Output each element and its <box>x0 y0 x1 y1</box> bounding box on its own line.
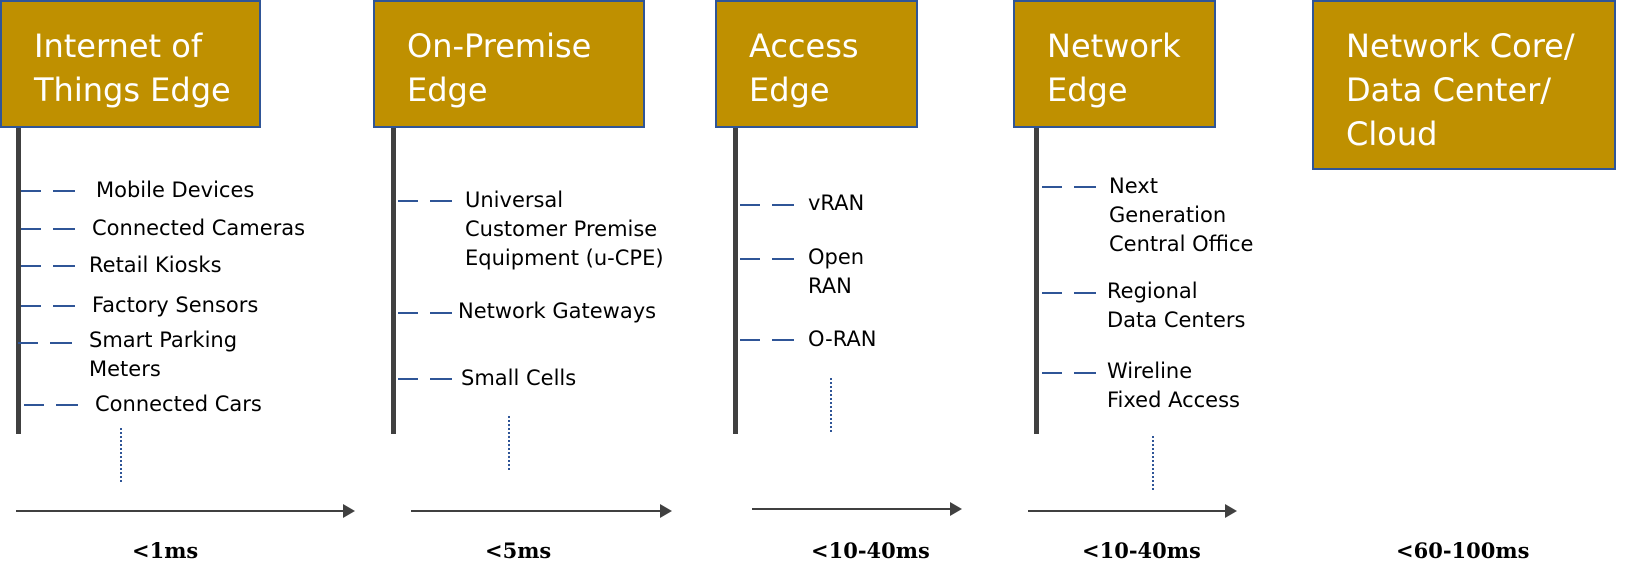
latency-label: <5ms <box>485 538 552 563</box>
connector-dash <box>1042 186 1098 188</box>
connector-dash <box>21 305 77 307</box>
header-access-edge: Access Edge <box>715 0 918 128</box>
connector-dash <box>21 265 77 267</box>
item-vran: vRAN <box>808 191 865 215</box>
item-network-gateways: Network Gateways <box>458 299 657 323</box>
header-line: Network Core/ <box>1346 27 1575 65</box>
item-small-cells: Small Cells <box>461 366 577 390</box>
connector-dash <box>18 342 74 344</box>
connector-dash <box>398 312 454 314</box>
tier-line-network <box>1034 128 1039 434</box>
connector-dash <box>398 200 454 202</box>
connector-dash <box>398 378 454 380</box>
tier-line-iot <box>16 128 21 434</box>
tier-line-access <box>733 128 738 434</box>
item-wireline-fixed-access: Wireline Fixed Access <box>1107 359 1240 412</box>
header-network-core-cloud: Network Core/ Data Center/ Cloud <box>1312 0 1616 170</box>
item-mobile-devices: Mobile Devices <box>96 178 255 202</box>
latency-label: <60-100ms <box>1396 538 1530 563</box>
latency-arrow <box>16 504 355 518</box>
header-line: Edge <box>1047 71 1128 109</box>
header-line: Things Edge <box>34 71 231 109</box>
item-next-gen-central-office: Next Generation Central Office <box>1109 174 1254 256</box>
item-regional-data-centers: Regional Data Centers <box>1107 279 1246 332</box>
item-open-ran: Open RAN <box>808 245 865 298</box>
connector-dash <box>1042 292 1098 294</box>
connector-dash <box>1042 372 1098 374</box>
latency-arrow <box>752 502 962 516</box>
more-items-ellipsis <box>508 416 510 470</box>
header-iot-edge: Internet of Things Edge <box>0 0 261 128</box>
connector-dash <box>21 190 77 192</box>
header-line: Data Center/ <box>1346 71 1552 109</box>
header-line: Edge <box>749 71 830 109</box>
connector-dash <box>740 204 796 206</box>
item-o-ran: O-RAN <box>808 327 877 351</box>
header-line: On-Premise <box>407 27 592 65</box>
header-line: Access <box>749 27 859 65</box>
more-items-ellipsis <box>1152 436 1154 490</box>
connector-dash <box>740 339 796 341</box>
latency-label: <10-40ms <box>811 538 930 563</box>
header-line: Edge <box>407 71 488 109</box>
more-items-ellipsis <box>120 428 122 482</box>
item-smart-parking-meters: Smart Parking Meters <box>89 328 238 381</box>
latency-arrow <box>1028 504 1237 518</box>
header-line: Cloud <box>1346 115 1438 153</box>
item-connected-cameras: Connected Cameras <box>92 216 306 240</box>
header-line: Network <box>1047 27 1181 65</box>
tier-line-on-premise <box>391 128 396 434</box>
header-network-edge: Network Edge <box>1013 0 1216 128</box>
latency-label: <10-40ms <box>1082 538 1201 563</box>
item-connected-cars: Connected Cars <box>95 392 262 416</box>
connector-dash <box>21 228 77 230</box>
header-line: Internet of <box>34 27 203 65</box>
latency-label: <1ms <box>132 538 199 563</box>
item-universal-cpe: Universal Customer Premise Equipment (u-… <box>465 188 664 270</box>
latency-arrow <box>411 504 672 518</box>
item-factory-sensors: Factory Sensors <box>92 293 259 317</box>
more-items-ellipsis <box>830 378 832 432</box>
item-retail-kiosks: Retail Kiosks <box>89 253 222 277</box>
header-on-premise-edge: On-Premise Edge <box>373 0 645 128</box>
connector-dash <box>740 258 796 260</box>
connector-dash <box>24 404 80 406</box>
